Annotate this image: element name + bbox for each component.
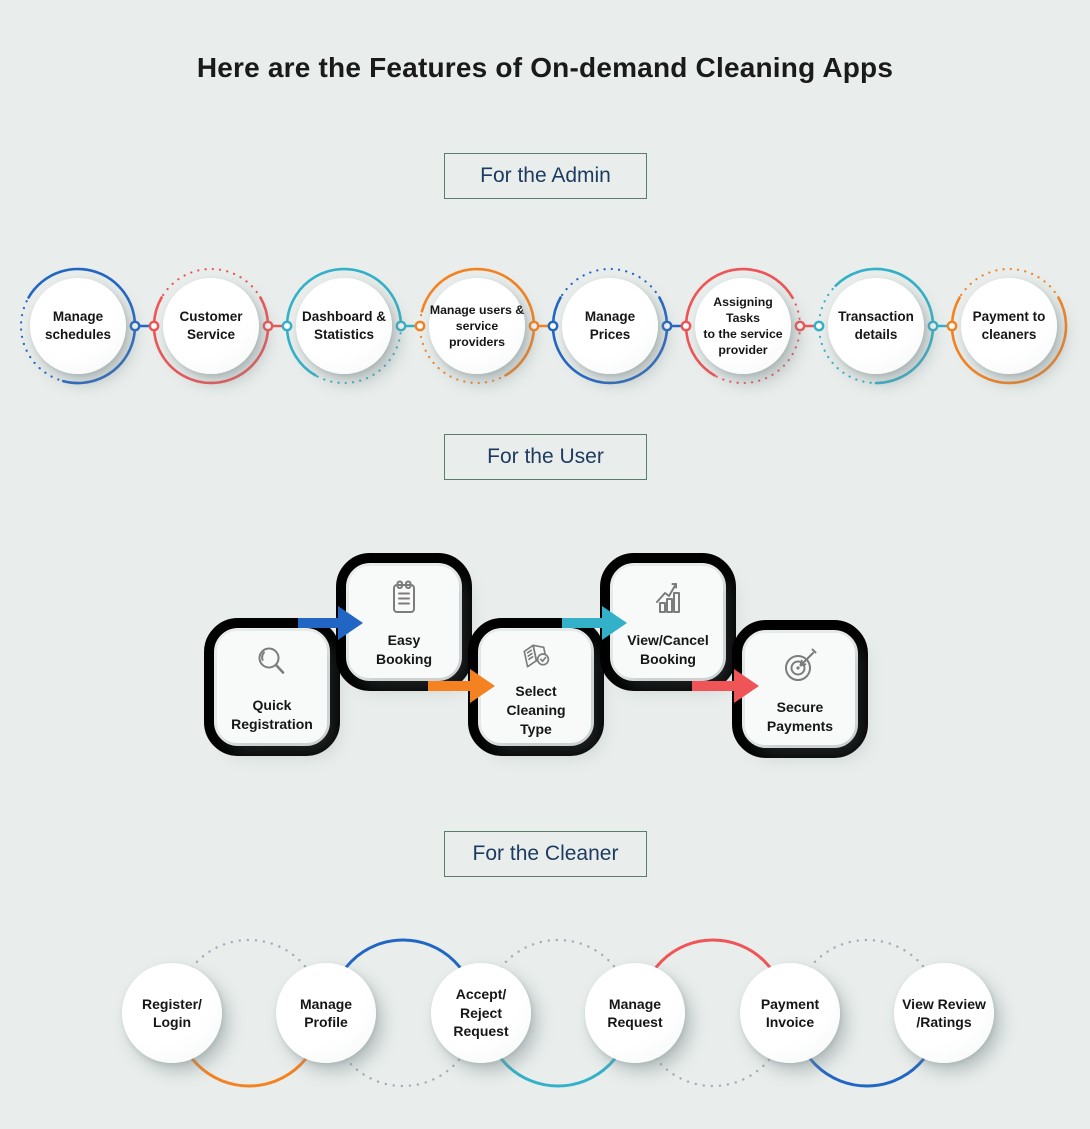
step-label: Select Cleaning Type (506, 683, 566, 738)
connector (262, 320, 293, 332)
step-card: View/Cancel Booking (613, 566, 723, 678)
step-label: View/Cancel Booking (627, 631, 709, 667)
admin-feature-dashboard-statistics: Dashboard & Statistics (296, 278, 392, 374)
section-badge-cleaner: For the Cleaner (444, 831, 647, 877)
feature-label: View Review /Ratings (902, 995, 986, 1030)
step-card: Easy Booking (349, 566, 459, 678)
step-card: Secure Payments (745, 633, 855, 745)
feature-label: Payment to cleaners (972, 309, 1046, 342)
connector (927, 320, 958, 332)
step-label: Easy Booking (376, 631, 432, 667)
cleaner-feature-register-login: Register/ Login (122, 963, 222, 1063)
admin-feature-manage-users-providers: Manage users & service providers (429, 278, 525, 374)
bar-chart-icon (656, 582, 680, 613)
connector (794, 320, 825, 332)
feature-label: Dashboard & Statistics (301, 309, 386, 342)
connector (129, 320, 160, 332)
magnifier-icon (258, 647, 285, 674)
user-step-select-cleaning-type: Select Cleaning Type (468, 618, 604, 756)
feature-label: Manage Prices (584, 309, 636, 342)
admin-feature-transaction-details: Transaction details (828, 278, 924, 374)
feature-label: Register/ Login (142, 995, 202, 1030)
user-step-view-cancel-booking: View/Cancel Booking (600, 553, 736, 691)
user-step-quick-registration: Quick Registration (204, 618, 340, 756)
cleaner-feature-accept-reject-request: Accept/ Reject Request (431, 963, 531, 1063)
admin-feature-manage-schedules: Manage schedules (30, 278, 126, 374)
feature-label: Manage users & service providers (429, 302, 525, 350)
section-badge-admin: For the Admin (444, 153, 647, 199)
connector (395, 320, 426, 332)
step-label: Quick Registration (231, 696, 313, 732)
connector (661, 320, 692, 332)
step-card: Quick Registration (217, 631, 327, 743)
user-step-secure-payments: Secure Payments (732, 620, 868, 758)
connector (528, 320, 559, 332)
admin-feature-customer-service: Customer Service (163, 278, 259, 374)
step-card: Select Cleaning Type (481, 631, 591, 743)
admin-feature-assigning-tasks: Assigning Tasks to the service provider (695, 278, 791, 374)
step-label: Secure Payments (766, 698, 834, 734)
feature-label: Manage Profile (299, 995, 353, 1030)
user-step-easy-booking: Easy Booking (336, 553, 472, 691)
cleaner-feature-manage-request: Manage Request (585, 963, 685, 1063)
feature-label: Manage schedules (44, 309, 112, 342)
feature-label: Payment Invoice (760, 995, 820, 1030)
feature-label: Transaction details (838, 309, 914, 342)
book-check-icon (523, 644, 550, 668)
cleaner-feature-payment-invoice: Payment Invoice (740, 963, 840, 1063)
cleaner-feature-view-review-ratings: View Review /Ratings (894, 963, 994, 1063)
admin-feature-payment-to-cleaners: Payment to cleaners (961, 278, 1057, 374)
admin-feature-manage-prices: Manage Prices (562, 278, 658, 374)
clipboard-icon (393, 580, 415, 613)
page-title: Here are the Features of On-demand Clean… (196, 52, 894, 83)
feature-label: Customer Service (179, 309, 243, 342)
feature-label: Manage Request (607, 995, 663, 1030)
section-badge-user: For the User (444, 434, 647, 480)
cleaner-feature-manage-profile: Manage Profile (276, 963, 376, 1063)
feature-label: Assigning Tasks to the service provider (703, 294, 783, 358)
feature-label: Accept/ Reject Request (453, 986, 509, 1040)
dartboard-icon (785, 648, 817, 681)
